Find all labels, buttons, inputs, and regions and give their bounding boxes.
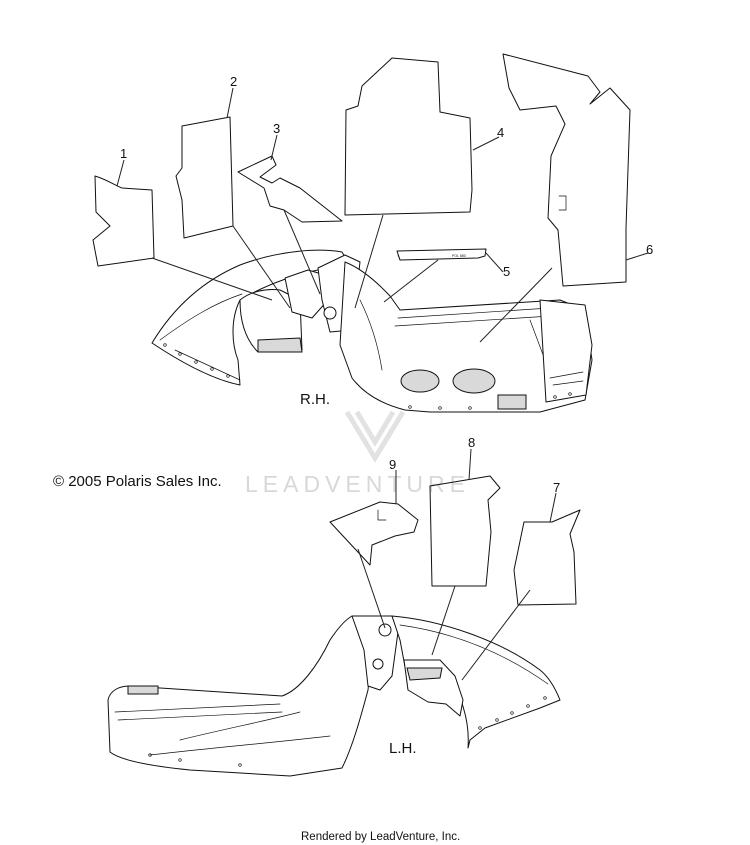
part-8-shape [429,475,501,587]
part-label-7: 7 [553,480,560,495]
lh-leader-lines [357,448,557,681]
view-label-lh: L.H. [389,740,417,757]
view-label-rh: R.H. [300,391,330,408]
part-1-shape [92,175,155,267]
part-label-6: 6 [646,242,653,257]
watermark-text: LEADVENTURE [245,471,470,497]
part-label-3: 3 [273,121,280,136]
part-label-8: 8 [468,435,475,450]
lh-part-labels: 9 8 7 [389,435,560,495]
part-5-decal: POL 680 [396,248,487,261]
part-6-shape [502,53,631,287]
part-label-4: 4 [497,125,504,140]
rh-leader-lines [116,87,649,343]
part-label-2: 2 [230,74,237,89]
rh-insulation-parts: POL 680 [92,53,631,287]
part-9-shape [329,501,419,566]
part-3-shape [237,155,343,223]
part-label-9: 9 [389,457,396,472]
decal-text: POL 680 [452,254,466,258]
copyright-text: © 2005 Polaris Sales Inc. [53,473,222,490]
rh-part-labels: 1 2 3 4 5 6 [120,74,653,279]
rh-fender-assembly [151,249,593,413]
part-label-5: 5 [503,264,510,279]
footer-text: Rendered by LeadVenture, Inc. [301,831,460,843]
lh-insulation-parts [329,475,581,606]
part-label-1: 1 [120,146,127,161]
part-4-shape [344,57,473,216]
watermark: LEADVENTURE [245,410,470,497]
watermark-logo-icon [344,410,406,463]
part-2-shape [175,116,234,239]
part-7-shape [513,509,581,606]
